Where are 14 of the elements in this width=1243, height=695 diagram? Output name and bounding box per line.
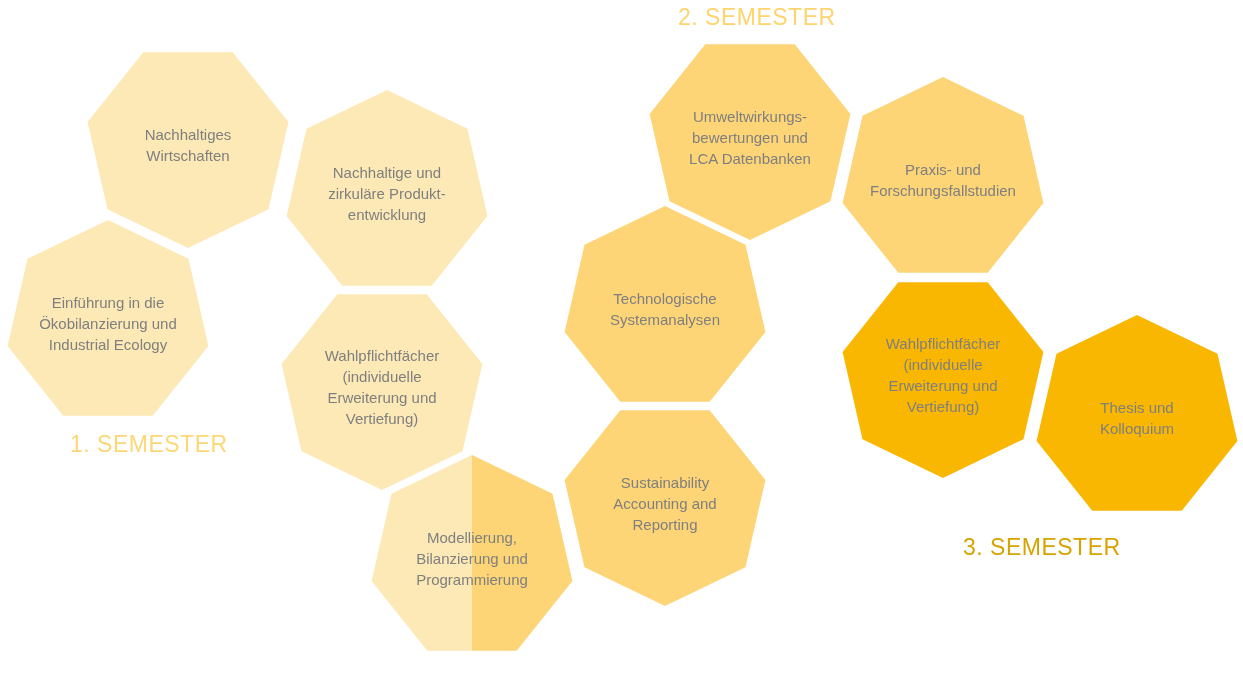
module-title: Praxis- und Forschungsfallstudien: [870, 160, 1016, 201]
module-title: Sustainability Accounting and Reporting: [612, 472, 718, 535]
semester-heading: 3. SEMESTER: [963, 534, 1121, 561]
semester-heading: 2. SEMESTER: [678, 4, 836, 31]
module-title: Thesis und Kolloquium: [1098, 398, 1176, 439]
module-title: Wahlpflichtfächer (individuelle Erweiterung und Vertiefung): [884, 334, 1002, 417]
module-title: Nachhaltiges Wirtschaften: [143, 125, 233, 166]
module-title: Nachhaltige und zirkuläre Produkt-entwicklung: [327, 162, 447, 225]
module-title: Modellierung, Bilanzierung und Programmierung: [415, 527, 529, 590]
module-title: Wahlpflichtfächer (individuelle Erweiterung und Vertiefung): [323, 346, 441, 429]
module-title: Einführung in die Ökobilanzierung und Industrial Ecology: [38, 292, 178, 355]
module-title: Umweltwirkungs-bewertungen und LCA Datenbanken: [688, 106, 812, 169]
module-title: Technologische Systemanalysen: [608, 289, 722, 330]
semester-heading: 1. SEMESTER: [70, 431, 228, 458]
